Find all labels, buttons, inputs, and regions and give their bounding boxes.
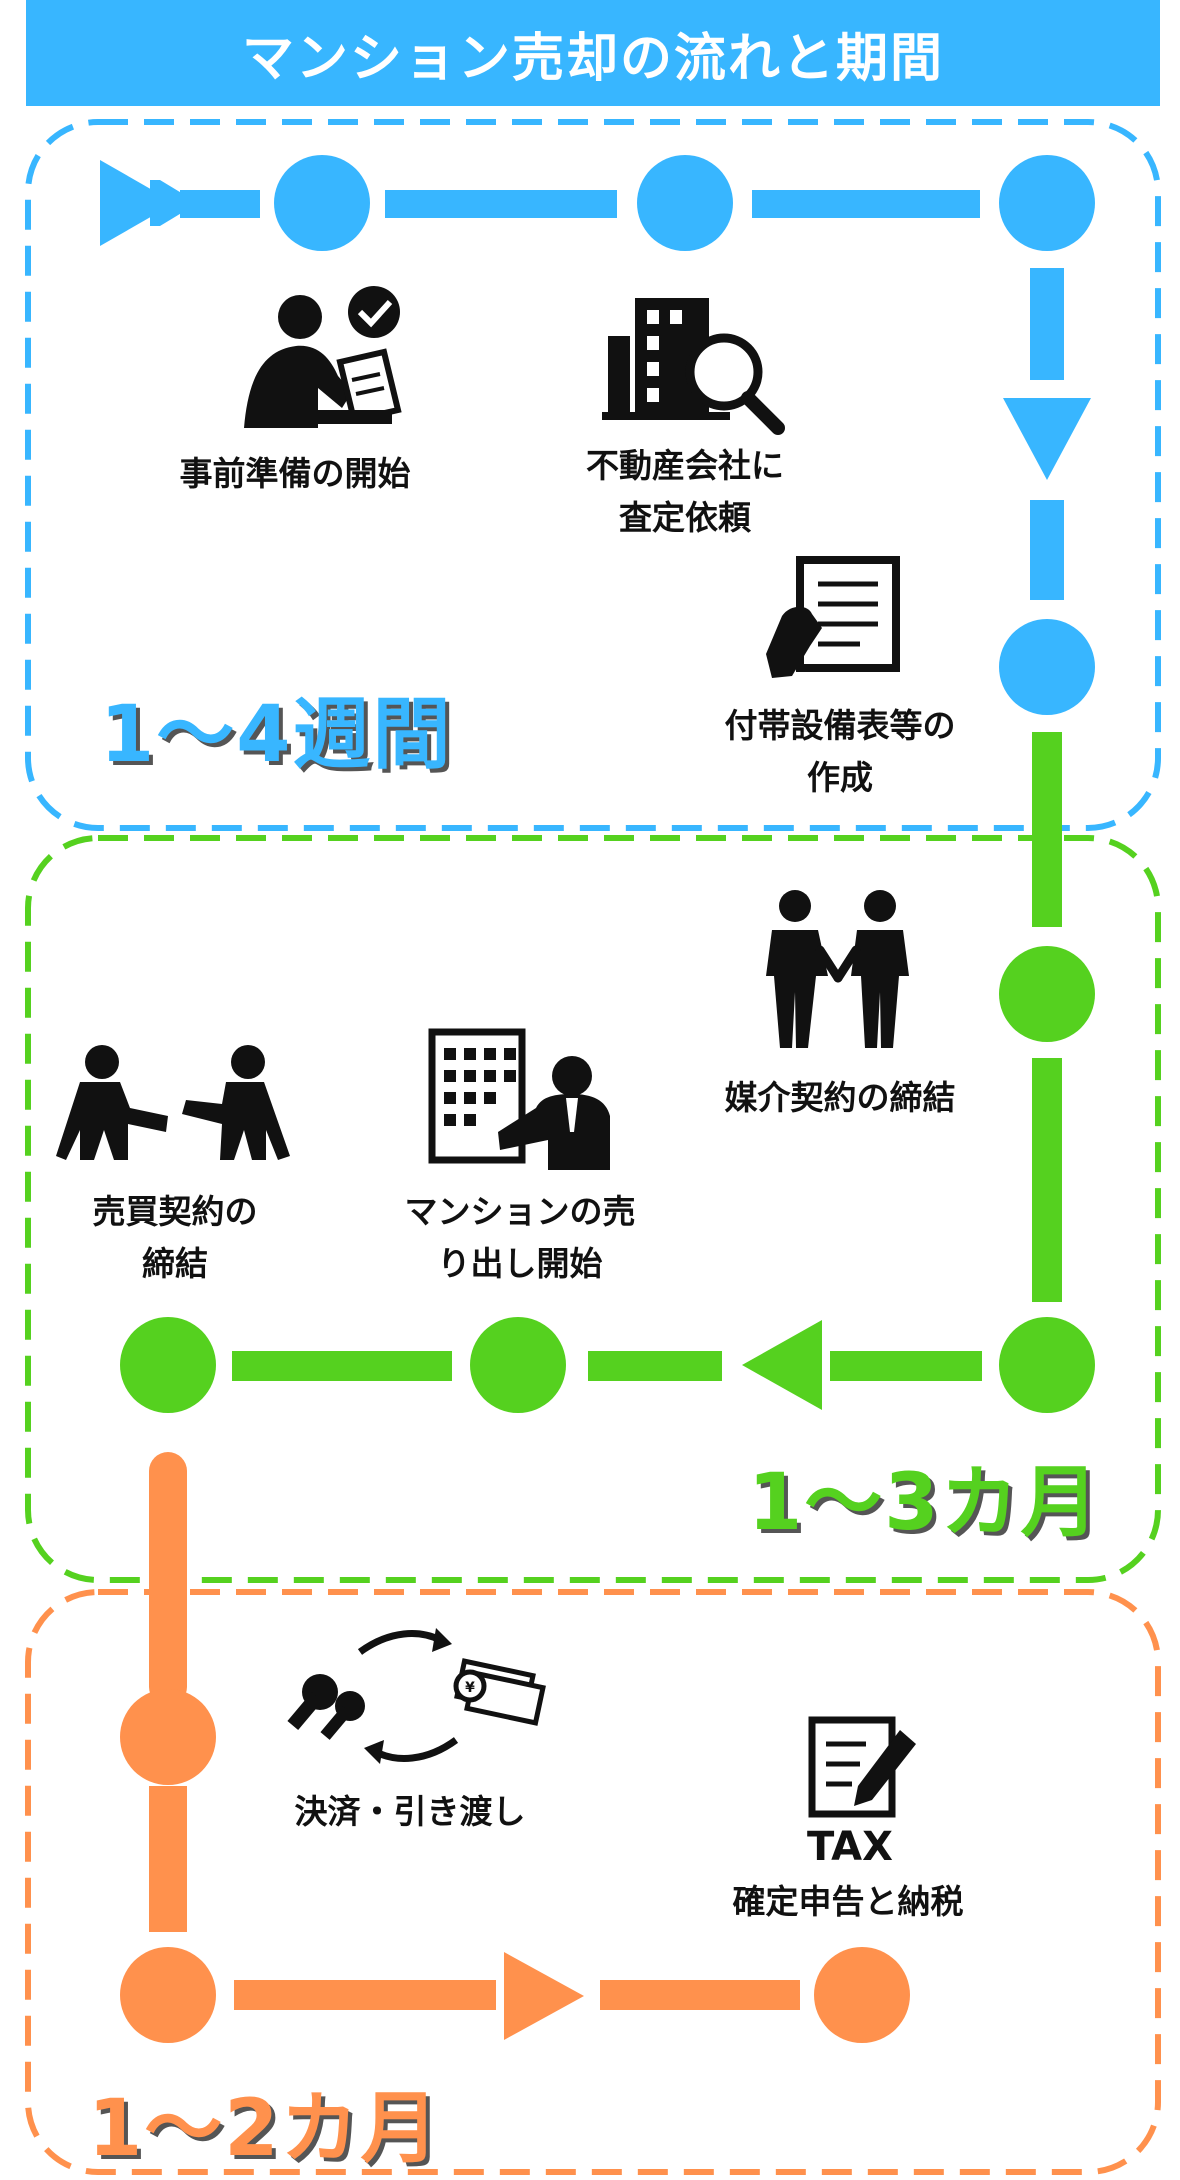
handshake-icon xyxy=(766,890,909,1048)
svg-text:¥: ¥ xyxy=(465,1680,475,1696)
node xyxy=(999,1317,1095,1413)
down-arrow xyxy=(1003,398,1091,480)
step-label-appraisal: 不動産会社に 査定依頼 xyxy=(586,446,784,537)
step-label-tax-return: 確定申告と納税 xyxy=(732,1882,964,1921)
duration-phase1: 1〜4週間 xyxy=(100,690,453,780)
step-label-settlement: 決済・引き渡し xyxy=(294,1792,526,1831)
node xyxy=(999,619,1095,715)
node xyxy=(120,1947,216,2043)
building-agent-icon xyxy=(428,1028,610,1170)
tax-form-icon: TAX xyxy=(807,1716,916,1870)
key-money-exchange-icon: ¥ xyxy=(287,1628,546,1764)
tax-label: TAX xyxy=(807,1824,893,1870)
duration-phase2: 1〜3カ月 xyxy=(748,1458,1101,1548)
duration-phase3: 1〜2カ月 xyxy=(88,2084,441,2174)
phase3-track xyxy=(120,1452,910,2043)
step-label-sales-contract: 売買契約の 締結 xyxy=(92,1192,258,1283)
node xyxy=(637,155,733,251)
node xyxy=(120,1317,216,1413)
node xyxy=(999,946,1095,1042)
node xyxy=(470,1317,566,1413)
right-arrow xyxy=(504,1952,584,2040)
step-label-listing-start: マンションの売 り出し開始 xyxy=(404,1192,636,1283)
phase2-frame xyxy=(25,835,1161,1583)
building-magnifier-icon xyxy=(602,298,785,435)
step-label-brokerage-contract: 媒介契約の締結 xyxy=(724,1078,956,1117)
phase3-frame xyxy=(25,1589,1161,2175)
step-label-equipment-list: 付帯設備表等の 作成 xyxy=(724,706,956,797)
start-arrow xyxy=(100,160,175,246)
document-hand-icon xyxy=(766,556,900,678)
node xyxy=(814,1947,910,2043)
two-people-talking-icon xyxy=(56,1045,290,1160)
left-arrow xyxy=(742,1320,822,1410)
node xyxy=(999,155,1095,251)
phase2-track xyxy=(120,732,1095,1413)
phase1-frame xyxy=(25,119,1161,831)
page-title: マンション売却の流れと期間 xyxy=(241,28,944,89)
node xyxy=(274,155,370,251)
step-label-prep: 事前準備の開始 xyxy=(179,454,411,493)
node xyxy=(120,1689,216,1785)
title-bar: マンション売却の流れと期間 xyxy=(26,0,1160,106)
phase1-track xyxy=(100,155,1095,715)
person-checklist-icon xyxy=(244,286,402,428)
